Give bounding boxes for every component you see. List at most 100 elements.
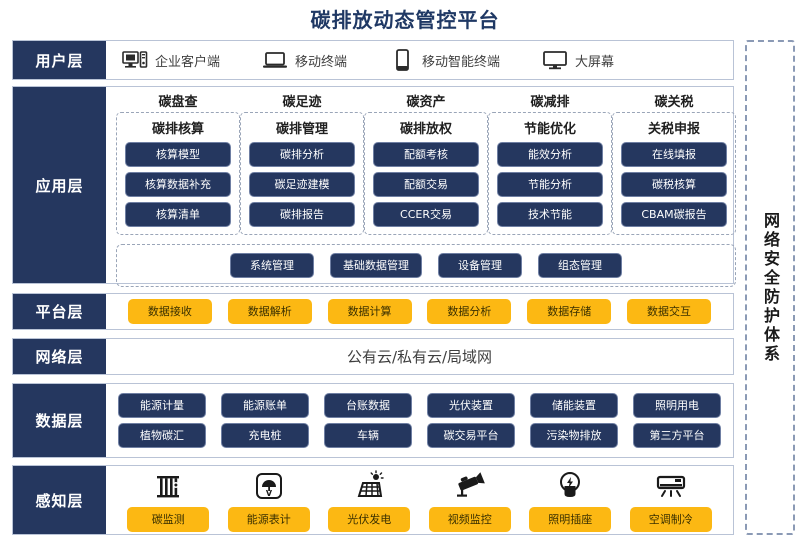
app-item-button[interactable]: CBAM碳报告 <box>621 202 727 227</box>
app-item-button[interactable]: 技术节能 <box>497 202 603 227</box>
platform-item-button[interactable]: 数据解析 <box>227 299 312 324</box>
layer-user-label: 用户层 <box>13 41 106 79</box>
perception-item-energy-meter[interactable]: V 能源表计 <box>227 468 310 532</box>
platform-item-button[interactable]: 数据分析 <box>427 299 512 324</box>
security-system-label: 网络安全防护体系 <box>761 211 780 364</box>
laptop-icon <box>262 49 288 71</box>
app-group-title: 碳盘查 <box>158 95 198 110</box>
perception-item-solar-power[interactable]: 光伏发电 <box>328 468 411 532</box>
user-item-smart-terminal[interactable]: 移动智能终端 <box>389 49 500 71</box>
app-item-button[interactable]: 节能分析 <box>497 172 603 197</box>
app-group-box: 碳排放权 配额考核 配额交易 CCER交易 <box>364 112 488 235</box>
app-item-button[interactable]: 碳足迹建模 <box>249 172 355 197</box>
layer-user-body: 企业客户端 移动终端 <box>106 41 733 79</box>
layer-data-label: 数据层 <box>13 384 106 457</box>
app-item-button[interactable]: CCER交易 <box>373 202 479 227</box>
smartphone-icon <box>389 49 415 71</box>
app-item-button[interactable]: 碳排分析 <box>249 142 355 167</box>
data-item-button[interactable]: 能源账单 <box>221 393 309 418</box>
app-management-box: 系统管理 基础数据管理 设备管理 组态管理 <box>116 244 736 287</box>
app-group-box: 碳排管理 碳排分析 碳足迹建模 碳排报告 <box>240 112 364 235</box>
management-button[interactable]: 系统管理 <box>230 253 314 278</box>
perception-item-video-surveillance[interactable]: 视频监控 <box>428 468 511 532</box>
app-group-title: 碳资产 <box>406 95 446 110</box>
management-button[interactable]: 设备管理 <box>438 253 522 278</box>
platform-item-button[interactable]: 数据接收 <box>127 299 212 324</box>
management-button[interactable]: 基础数据管理 <box>330 253 422 278</box>
user-item-label: 移动智能终端 <box>422 54 501 70</box>
solar-panel-icon <box>353 468 385 504</box>
app-group-box: 节能优化 能效分析 节能分析 技术节能 <box>488 112 612 235</box>
user-item-label: 大屏幕 <box>575 54 615 70</box>
data-item-button[interactable]: 储能装置 <box>530 393 618 418</box>
user-item-enterprise-client[interactable]: 企业客户端 <box>122 49 220 71</box>
layer-network-label: 网络层 <box>13 339 106 374</box>
data-row: 植物碳汇 充电桩 车辆 碳交易平台 污染物排放 第三方平台 <box>118 423 721 448</box>
perception-item-label: 空调制冷 <box>629 507 712 532</box>
app-item-button[interactable]: 在线填报 <box>621 142 727 167</box>
layer-perception: 感知层 <box>12 465 734 535</box>
app-item-button[interactable]: 核算数据补充 <box>125 172 231 197</box>
app-group-box: 碳排核算 核算模型 核算数据补充 核算清单 <box>116 112 240 235</box>
data-item-button[interactable]: 车辆 <box>324 423 412 448</box>
app-group-carbon-reduction: 碳减排 节能优化 能效分析 节能分析 技术节能 <box>488 91 612 235</box>
data-item-button[interactable]: 污染物排放 <box>530 423 618 448</box>
app-group-title: 碳关税 <box>654 95 694 110</box>
app-item-button[interactable]: 配额考核 <box>373 142 479 167</box>
data-item-button[interactable]: 光伏装置 <box>427 393 515 418</box>
data-item-button[interactable]: 碳交易平台 <box>427 423 515 448</box>
data-item-button[interactable]: 照明用电 <box>633 393 721 418</box>
page-title: 碳排放动态管控平台 <box>310 8 500 32</box>
layer-platform: 平台层 数据接收 数据解析 数据计算 数据分析 数据存储 数据交互 <box>12 293 734 330</box>
user-item-label: 企业客户端 <box>155 54 221 70</box>
perception-item-label: 光伏发电 <box>328 507 411 532</box>
platform-item-button[interactable]: 数据交互 <box>627 299 712 324</box>
perception-item-label: 能源表计 <box>227 507 310 532</box>
svg-text:V: V <box>266 489 273 498</box>
perception-item-air-conditioning[interactable]: 空调制冷 <box>629 468 712 532</box>
user-item-large-screen[interactable]: 大屏幕 <box>542 49 614 71</box>
network-description: 公有云/私有云/局域网 <box>346 348 493 366</box>
user-item-label: 移动终端 <box>295 54 348 70</box>
app-group-carbon-asset: 碳资产 碳排放权 配额考核 配额交易 CCER交易 <box>364 91 488 235</box>
app-item-button[interactable]: 碳排报告 <box>249 202 355 227</box>
management-button[interactable]: 组态管理 <box>538 253 622 278</box>
layer-platform-label: 平台层 <box>13 294 106 329</box>
layer-application: 应用层 碳盘查 碳排核算 核算模型 核算数据补充 核算清单 碳足迹 碳排管理 <box>12 86 736 287</box>
perception-item-label: 照明插座 <box>529 507 612 532</box>
layer-application-body: 碳盘查 碳排核算 核算模型 核算数据补充 核算清单 碳足迹 碳排管理 碳排分析 … <box>106 87 746 287</box>
data-item-button[interactable]: 充电桩 <box>221 423 309 448</box>
perception-item-label: 视频监控 <box>428 507 511 532</box>
data-item-button[interactable]: 能源计量 <box>118 393 206 418</box>
app-item-button[interactable]: 核算模型 <box>125 142 231 167</box>
user-item-mobile-terminal[interactable]: 移动终端 <box>262 49 347 71</box>
platform-item-button[interactable]: 数据存储 <box>527 299 612 324</box>
app-group-title: 碳足迹 <box>282 95 322 110</box>
perception-item-lighting-socket[interactable]: 照明插座 <box>529 468 612 532</box>
layer-network-body: 公有云/私有云/局域网 <box>106 339 733 374</box>
app-group-box: 关税申报 在线填报 碳税核算 CBAM碳报告 <box>612 112 736 235</box>
app-item-button[interactable]: 核算清单 <box>125 202 231 227</box>
platform-item-button[interactable]: 数据计算 <box>327 299 412 324</box>
app-group-title: 碳减排 <box>530 95 570 110</box>
layer-network: 网络层 公有云/私有云/局域网 <box>12 338 734 375</box>
app-group-subtitle: 关税申报 <box>647 122 700 137</box>
data-item-button[interactable]: 植物碳汇 <box>118 423 206 448</box>
security-system-panel: 网络安全防护体系 <box>745 40 795 535</box>
data-row: 能源计量 能源账单 台账数据 光伏装置 储能装置 照明用电 <box>118 393 721 418</box>
app-group-subtitle: 碳排核算 <box>151 122 204 137</box>
layer-application-label: 应用层 <box>13 87 106 283</box>
app-item-button[interactable]: 配额交易 <box>373 172 479 197</box>
data-item-button[interactable]: 第三方平台 <box>633 423 721 448</box>
perception-item-carbon-monitor[interactable]: 碳监测 <box>127 468 210 532</box>
layer-perception-body: 碳监测 V 能源表计 <box>106 466 733 534</box>
layer-perception-label: 感知层 <box>13 466 106 534</box>
air-conditioner-icon <box>654 468 688 504</box>
layer-user: 用户层 <box>12 40 734 80</box>
app-group-carbon-tariff: 碳关税 关税申报 在线填报 碳税核算 CBAM碳报告 <box>612 91 736 235</box>
app-item-button[interactable]: 碳税核算 <box>621 172 727 197</box>
data-item-button[interactable]: 台账数据 <box>324 393 412 418</box>
monitor-icon <box>542 49 568 71</box>
app-item-button[interactable]: 能效分析 <box>497 142 603 167</box>
